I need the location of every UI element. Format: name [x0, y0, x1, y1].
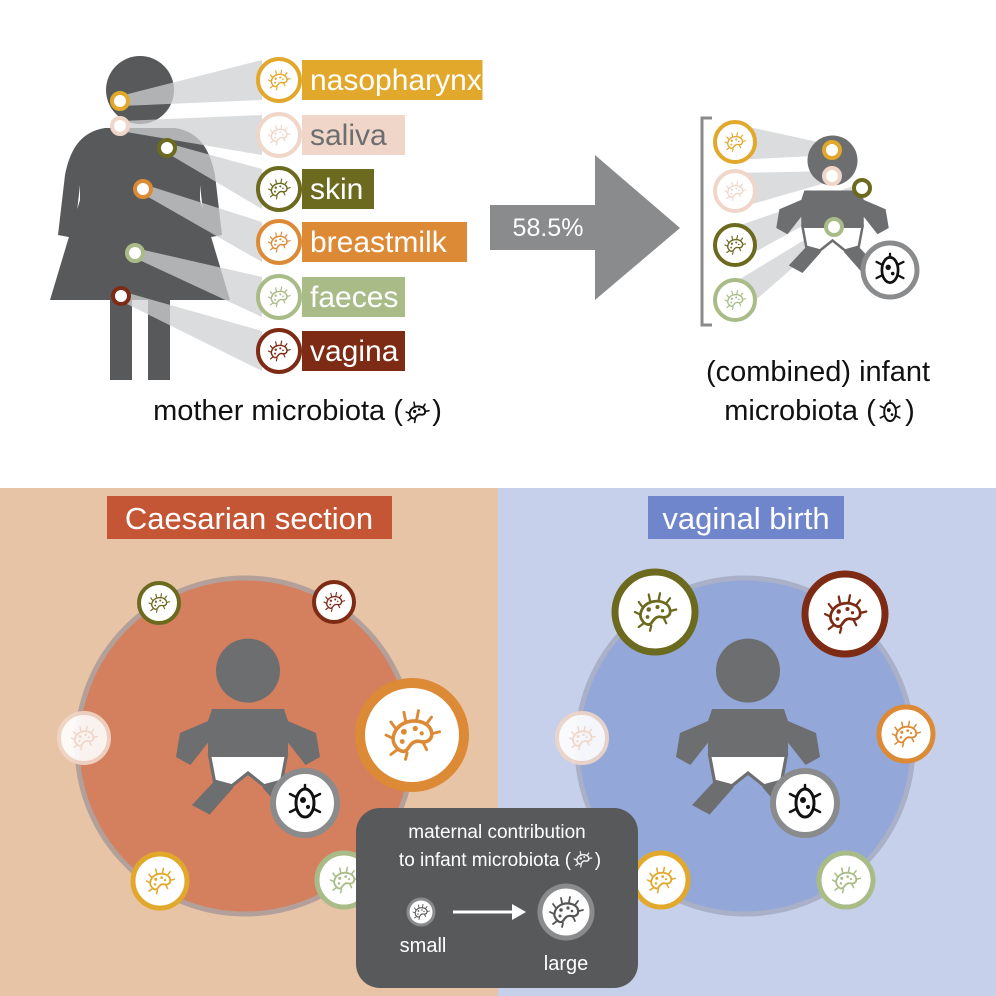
transfer-arrow: 58.5%: [490, 155, 680, 300]
source-label: vagina: [310, 335, 399, 368]
legend-line1: maternal contribution: [408, 822, 585, 843]
infant-microbiota-icon: [879, 399, 901, 423]
source-row-faeces: faeces: [256, 274, 405, 320]
caesarian-infant: [174, 636, 340, 838]
svg-text:Caesarian section: Caesarian section: [125, 501, 373, 536]
site-nasopharynx: [110, 91, 130, 111]
mother-caption: mother microbiota (: [153, 395, 403, 427]
ray-nasopharynx: [120, 60, 262, 106]
infant-ray-saliva: [735, 171, 832, 209]
infant-caption-line2: microbiota (: [724, 395, 876, 427]
vaginal-vagina-badge: [801, 570, 889, 658]
source-label-bg: [302, 277, 405, 317]
source-icon-nasopharynx: [256, 57, 302, 103]
caesarian-vagina-badge: [312, 580, 356, 624]
vaginal-breastmilk-badge: [876, 704, 936, 764]
site-skin: [157, 138, 177, 158]
caesarian-nasopharynx-badge: [130, 851, 190, 911]
legend-box: maternal contribution to infant microbio…: [356, 808, 638, 988]
vaginal-skin-badge: [611, 568, 699, 656]
legend-line2: to infant microbiota (: [399, 850, 572, 871]
legend-large-label: large: [544, 953, 588, 975]
vaginal-saliva-badge: [555, 711, 609, 765]
legend-small-circle: [406, 897, 436, 927]
infant-site-skin: [852, 178, 872, 198]
source-label-bg: [302, 169, 374, 209]
site-faeces: [125, 243, 145, 263]
site-breastmilk: [133, 179, 153, 199]
mother-rays: [120, 60, 262, 371]
vaginal-faeces-badge: [816, 850, 876, 910]
source-label-bg: [302, 60, 483, 100]
caesarian-source-badges: [57, 580, 469, 911]
caesarian-saliva-badge: [57, 711, 111, 765]
source-label: saliva: [310, 119, 387, 152]
infant-caption-end: ): [905, 395, 915, 427]
source-label-bg: [302, 222, 467, 262]
source-row-saliva: saliva: [256, 112, 405, 158]
infant-caption-line1: (combined) infant: [706, 356, 930, 388]
vaginal-source-badges: [555, 568, 936, 910]
site-saliva: [110, 116, 130, 136]
infant-site-faeces: [824, 217, 844, 237]
source-icon-faeces: [256, 274, 302, 320]
vaginal-infant: [674, 636, 840, 838]
svg-text:vaginal birth: vaginal birth: [662, 501, 829, 536]
legend-large-circle: [537, 883, 595, 941]
mother-caption-end: ): [432, 395, 442, 427]
infant-figure-top: [774, 134, 920, 300]
legend-small-label: small: [400, 935, 447, 957]
infant-source-badges: [713, 120, 757, 322]
source-list: nasopharynx saliva skin breastmilk faeces vag…: [256, 57, 483, 374]
caesarian-skin-badge: [137, 581, 181, 625]
ray-vagina: [121, 291, 262, 371]
source-label-bg: [302, 115, 405, 155]
source-row-nasopharynx: nasopharynx: [256, 57, 483, 103]
source-label: skin: [310, 173, 363, 206]
caesarian-title: Caesarian section: [107, 496, 392, 539]
infant-source-nasopharynx: [713, 120, 757, 164]
mother-body-sites: [110, 91, 177, 306]
infant-site-saliva: [822, 166, 842, 186]
site-vagina: [111, 286, 131, 306]
source-icon-breastmilk: [256, 219, 302, 265]
source-icon-vagina: [256, 328, 302, 374]
infant-body-sites: [822, 140, 872, 237]
infant-bracket: [700, 116, 712, 327]
infant-source-saliva: [713, 169, 757, 213]
source-label: nasopharynx: [310, 64, 482, 97]
caesarian-breastmilk-badge: [355, 678, 469, 792]
legend-line2-end: ): [595, 850, 601, 871]
ray-faeces: [135, 248, 262, 317]
source-icon-saliva: [256, 112, 302, 158]
microbiota-icon: [405, 401, 430, 424]
vaginal-nasopharynx-badge: [631, 850, 691, 910]
infant-site-nasopharynx: [822, 140, 842, 160]
ray-saliva: [120, 115, 262, 155]
source-row-vagina: vagina: [256, 328, 405, 374]
infant-ray-nasopharynx: [735, 124, 832, 160]
source-label: faeces: [310, 281, 398, 314]
infant-source-faeces: [713, 278, 757, 322]
source-icon-skin: [256, 166, 302, 212]
infant-source-skin: [713, 223, 757, 267]
source-row-skin: skin: [256, 166, 374, 212]
source-label: breastmilk: [310, 226, 448, 259]
ray-breastmilk: [143, 184, 262, 262]
ray-skin: [167, 143, 262, 209]
source-row-breastmilk: breastmilk: [256, 219, 467, 265]
source-label-bg: [302, 331, 405, 371]
vaginal-title: vaginal birth: [648, 496, 844, 539]
transfer-percent: 58.5%: [513, 214, 584, 242]
